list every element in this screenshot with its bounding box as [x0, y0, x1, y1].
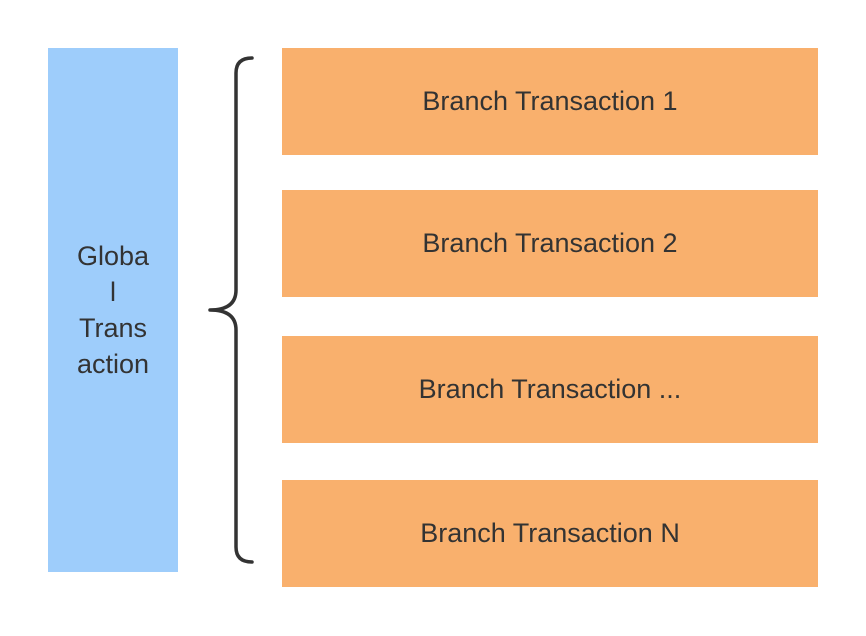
branch-transaction-1-box: Branch Transaction 1 [282, 48, 818, 155]
branch-transaction-ellipsis-box: Branch Transaction ... [282, 336, 818, 443]
branch-transaction-n-box: Branch Transaction N [282, 480, 818, 587]
branch-transaction-2-label: Branch Transaction 2 [422, 228, 678, 258]
branch-transaction-ellipsis-label: Branch Transaction ... [418, 374, 682, 404]
curly-brace [208, 56, 254, 564]
branch-transaction-1-label: Branch Transaction 1 [422, 86, 678, 116]
global-transaction-box: Globa l Trans action [48, 48, 178, 572]
branch-transaction-n-label: Branch Transaction N [420, 518, 680, 548]
global-transaction-label: Globa l Trans action [76, 241, 150, 379]
branch-transaction-2-box: Branch Transaction 2 [282, 190, 818, 297]
